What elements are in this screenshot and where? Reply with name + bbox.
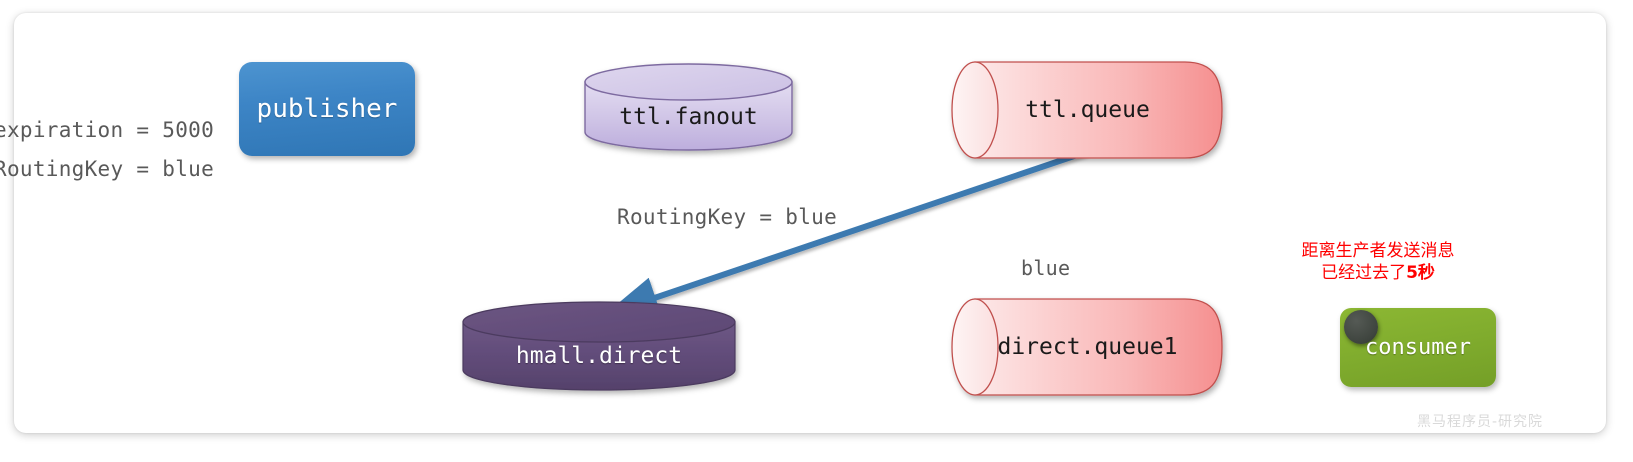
watermark: 黑马程序员-研究院 [1417, 414, 1544, 430]
label-binding-key-blue: blue [1021, 256, 1071, 280]
annotation-line-2-prefix: 已经过去了 [1321, 262, 1407, 283]
listener-dot-icon [1344, 310, 1378, 344]
annotation-line-2: 已经过去了5秒 [1275, 263, 1481, 285]
annotation-line-1: 距离生产者发送消息 [1301, 241, 1455, 261]
node-direct-queue1[interactable] [951, 298, 1223, 396]
node-publisher[interactable] [239, 62, 415, 156]
node-hmall-direct-exchange[interactable] [462, 301, 736, 391]
node-ttl-fanout-exchange[interactable] [584, 63, 793, 151]
node-ttl-queue[interactable] [951, 61, 1223, 159]
annotation-elapsed-time: 距离生产者发送消息 已经过去了5秒 [1275, 241, 1481, 285]
arrow-ttlqueue-to-directexchange [604, 149, 1087, 318]
annotation-line-2-strong: 5秒 [1406, 262, 1435, 283]
label-message-expiration: expiration = 5000 [0, 118, 215, 142]
label-publisher-routing-key: RoutingKey = blue [0, 157, 215, 181]
label-deadletter-routing-key: RoutingKey = blue [617, 205, 838, 229]
